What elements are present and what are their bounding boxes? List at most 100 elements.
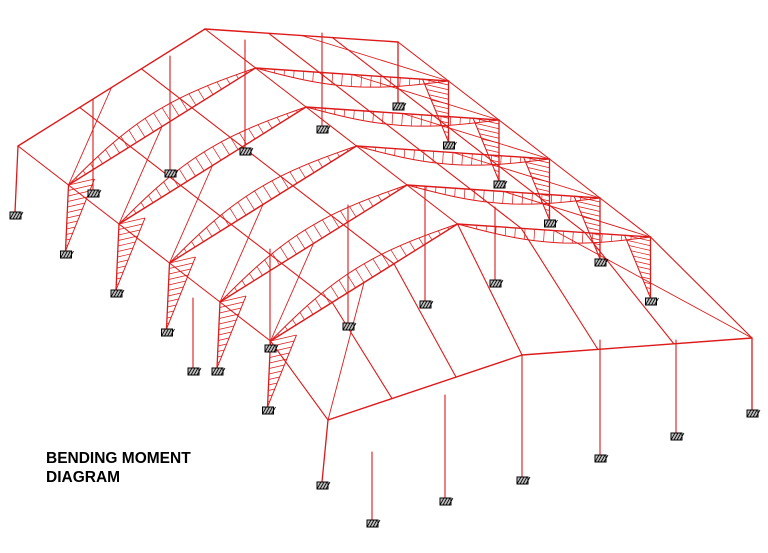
left-brace-3	[219, 204, 264, 303]
fixed-support-15	[164, 169, 179, 178]
right-rafter-moment-2	[305, 106, 500, 127]
ridge-member-4	[406, 184, 459, 225]
left-column-2	[115, 223, 120, 291]
left-eave-strut-0	[17, 145, 70, 186]
fixed-support-19	[264, 344, 279, 353]
left-purlin-1-4	[342, 224, 395, 265]
right-purlin-1-5	[584, 232, 675, 345]
fixed-support-4	[110, 289, 125, 298]
fixed-support-16	[239, 147, 254, 156]
left-column-0	[14, 145, 19, 213]
right-purlin-0-4	[470, 188, 522, 229]
left-purlin-1-1	[191, 107, 243, 148]
fixed-support-11	[645, 297, 659, 306]
right-purlin-0-5	[520, 227, 599, 350]
right-brace-2	[402, 113, 550, 160]
diagram-caption: BENDING MOMENT DIAGRAM	[46, 449, 191, 487]
right-rafter-moment-1	[255, 67, 449, 88]
right-rafter-moment-5	[457, 223, 651, 244]
left-rafter-moment-4	[219, 184, 408, 303]
caption-line-2: DIAGRAM	[46, 469, 121, 486]
left-rafter-moment-3	[169, 145, 357, 264]
right-rafter-6	[521, 337, 753, 356]
fixed-support-3	[443, 141, 457, 150]
fixed-support-0	[9, 211, 24, 220]
right-eave-strut-5	[649, 236, 753, 339]
left-purlin-0-5	[331, 301, 393, 400]
left-brace-5	[327, 282, 365, 421]
left-brace-0	[68, 87, 112, 186]
fixed-support-14	[87, 189, 102, 198]
right-column-moment-5	[624, 234, 651, 299]
left-purlin-0-2	[180, 184, 232, 225]
right-eave-strut-4	[599, 197, 652, 238]
left-purlin-1-5	[393, 263, 457, 378]
left-purlin-0-4	[281, 262, 333, 303]
right-purlin-1-4	[533, 193, 586, 234]
fixed-support-6	[161, 328, 175, 337]
left-rafter-moment-5	[270, 223, 458, 342]
frame-members-layer	[14, 28, 753, 521]
right-purlin-1-2	[432, 115, 485, 156]
right-rafter-moment-4	[406, 184, 601, 205]
ridge-member-1	[254, 67, 307, 108]
left-column-4	[216, 301, 221, 369]
fixed-support-21	[419, 300, 434, 309]
left-rafter-moment-1	[68, 67, 256, 186]
ridge-member-5	[456, 223, 523, 356]
left-eave-strut-4	[219, 301, 272, 342]
right-eave-strut-0	[397, 41, 450, 82]
left-column-1	[64, 184, 70, 252]
right-purlin-1-0	[331, 37, 384, 78]
left-eave-strut-3	[168, 262, 221, 303]
fixed-support-2	[60, 250, 74, 259]
left-column-moment-3	[166, 256, 196, 330]
left-column-moment-4	[216, 295, 247, 369]
fixed-support-27	[366, 519, 381, 528]
left-column-6	[321, 419, 329, 483]
left-column-3	[165, 262, 171, 330]
left-brace-1	[118, 126, 163, 225]
left-eave-strut-5	[269, 340, 329, 421]
fixed-support-7	[544, 219, 558, 228]
right-purlin-0-1	[318, 71, 371, 112]
right-brace-3	[452, 152, 601, 199]
left-purlin-1-0	[140, 68, 193, 109]
ridge-member-3	[355, 145, 408, 186]
moment-hatch-layer	[65, 67, 651, 408]
right-eave-strut-1	[447, 80, 500, 121]
left-rafter-6	[327, 354, 523, 421]
fixed-support-5	[493, 180, 508, 189]
fixed-support-26	[439, 497, 454, 506]
left-column-moment-2	[115, 217, 146, 291]
left-brace-4	[270, 243, 314, 342]
left-purlin-0-1	[129, 145, 182, 186]
left-purlin-1-3	[292, 185, 344, 226]
right-eave-strut-3	[548, 158, 601, 199]
fixed-support-18	[342, 322, 357, 331]
right-brace-0	[301, 35, 449, 82]
caption-line-1: BENDING MOMENT	[46, 450, 191, 467]
fixed-support-17	[316, 125, 331, 134]
right-purlin-1-1	[382, 76, 434, 117]
fixed-support-22	[489, 279, 504, 288]
fixed-support-1	[392, 102, 407, 111]
fixed-support-24	[594, 454, 609, 463]
fixed-support-10	[262, 406, 276, 415]
right-rafter-moment-3	[356, 145, 550, 166]
right-brace-4	[503, 191, 651, 238]
supports-layer	[9, 102, 761, 528]
right-purlin-0-2	[369, 110, 421, 151]
left-eave-strut-1	[67, 184, 120, 225]
right-purlin-0-0	[268, 32, 320, 73]
fixed-support-13	[746, 409, 761, 418]
fixed-support-9	[594, 258, 609, 267]
left-eave-strut-2	[118, 223, 171, 264]
left-purlin-0-3	[230, 223, 283, 264]
right-purlin-1-3	[483, 154, 535, 195]
ridge-member-0	[204, 28, 257, 69]
right-brace-5	[553, 230, 753, 339]
right-brace-1	[351, 74, 500, 121]
